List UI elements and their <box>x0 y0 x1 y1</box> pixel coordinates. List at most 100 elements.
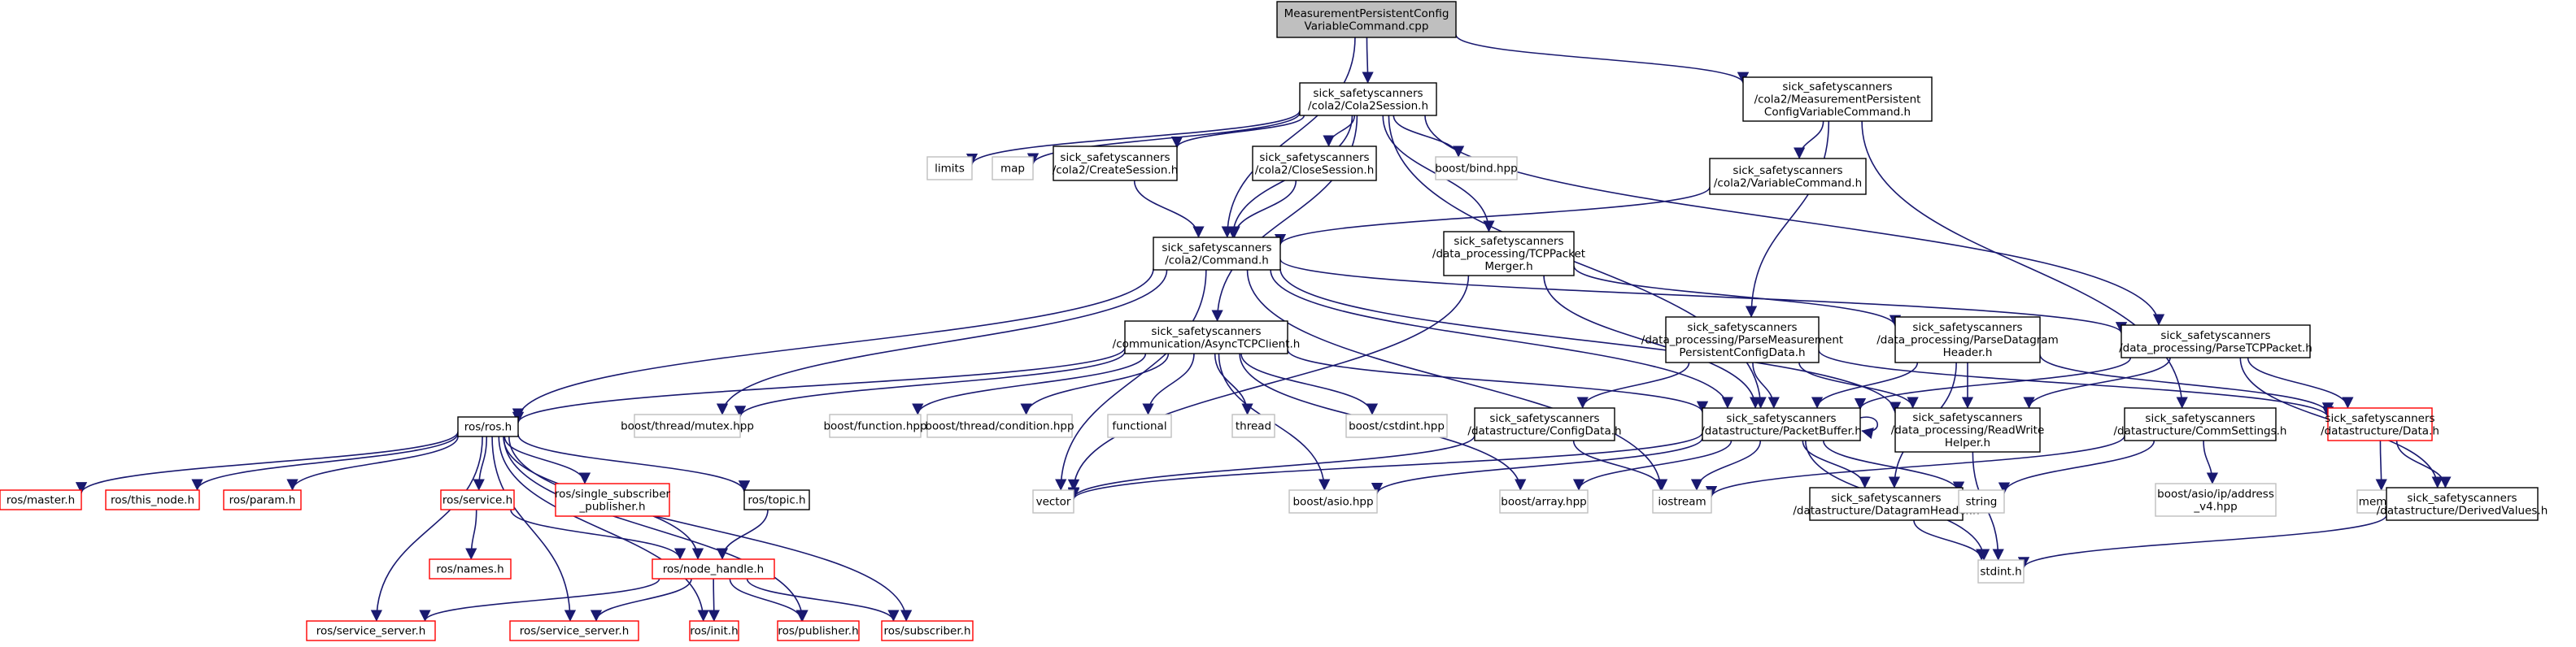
node-box <box>1299 82 1437 116</box>
edge-pmpcd-to-rwh <box>1798 362 1919 409</box>
node-label: sick_safetyscanners <box>2325 412 2434 425</box>
edge-crs-to-cmd <box>1133 180 1205 238</box>
node-label: _v4.hpp <box>2193 500 2237 513</box>
node-label: boost/array.hpp <box>1501 496 1586 509</box>
node-rwh[interactable]: sick_safetyscanners/data_processing/Read… <box>1891 407 2045 453</box>
node-box <box>1499 489 1589 514</box>
node-param[interactable]: ros/param.h <box>223 489 302 510</box>
edge-varc-to-cmd <box>1275 186 1711 246</box>
node-sub[interactable]: ros/subscriber.h <box>881 620 974 641</box>
node-box <box>105 489 200 510</box>
node-varc[interactable]: sick_safetyscanners/cola2/VariableComman… <box>1709 158 1867 195</box>
node-label: sick_safetyscanners <box>1060 151 1170 164</box>
edge-nh-to-sub <box>746 578 900 622</box>
node-cfgd[interactable]: sick_safetyscanners/datastructure/Config… <box>1467 407 1622 441</box>
edge-rosh-to-thisnode <box>191 432 459 491</box>
node-srv2[interactable]: ros/service_server.h <box>509 620 639 641</box>
node-label: sick_safetyscanners <box>2407 492 2517 505</box>
edge-topic-to-nh <box>716 509 769 560</box>
node-master[interactable]: ros/master.h <box>0 489 82 510</box>
node-box <box>555 483 670 517</box>
edge-dgh-to-stdint <box>1913 519 1988 561</box>
node-label: ConfigVariableCommand.h <box>1764 106 1911 119</box>
node-label: sick_safetyscanners <box>1151 325 1261 338</box>
node-box <box>2155 483 2277 517</box>
node-atcp[interactable]: sick_safetyscanners/communication/AsyncT… <box>1113 320 1301 354</box>
node-box <box>1894 407 2041 453</box>
node-label: vector <box>1036 496 1071 509</box>
node-box <box>689 620 739 641</box>
node-dval[interactable]: sick_safetyscanners/datastructure/Derive… <box>2377 487 2548 521</box>
node-box <box>2124 407 2277 441</box>
edge-c2s-to-map <box>1026 112 1301 165</box>
node-box <box>777 620 860 641</box>
edge-pbuf-to-dgh <box>1802 440 1871 489</box>
node-label: /datastructure/DerivedValues.h <box>2377 504 2548 517</box>
node-box <box>2327 407 2433 441</box>
edge-atcp-to-cstdint <box>1240 353 1379 415</box>
edge-ptcp-to-data <box>2247 357 2354 409</box>
edge-pbuf-to-array <box>1572 440 1733 491</box>
node-names[interactable]: ros/names.h <box>429 558 512 580</box>
node-nh[interactable]: ros/node_handle.h <box>652 558 775 580</box>
node-cls[interactable]: sick_safetyscanners/cola2/CloseSession.h <box>1252 145 1377 181</box>
node-c2s[interactable]: sick_safetyscanners/cola2/Cola2Session.h <box>1299 82 1437 116</box>
node-root[interactable]: MeasurementPersistentConfigVariableComma… <box>1276 1 1457 38</box>
node-box <box>1288 489 1378 514</box>
node-srv1[interactable]: ros/service_server.h <box>306 620 436 641</box>
node-thisnode[interactable]: ros/this_node.h <box>105 489 200 510</box>
node-label: functional <box>1112 420 1166 433</box>
node-init[interactable]: ros/init.h <box>689 620 739 641</box>
node-label: /cola2/Command.h <box>1165 254 1269 267</box>
edge-cfgd-to-vector <box>1067 435 1475 499</box>
node-label: /data_processing/ParseTCPPacket.h <box>2119 341 2312 354</box>
edge-c2s-to-ptcp <box>1424 115 2165 326</box>
edge-atcp-to-rosh <box>512 347 1126 424</box>
node-service[interactable]: ros/service.h <box>440 489 515 510</box>
node-func: boost/function.hpp <box>823 414 927 438</box>
node-box <box>1053 145 1178 181</box>
node-box <box>1958 489 2005 514</box>
node-label: ros/single_subscriber <box>555 488 671 501</box>
node-box <box>1474 407 1615 441</box>
node-label: sick_safetyscanners <box>1912 411 2022 424</box>
node-pdh[interactable]: sick_safetyscanners/data_processing/Pars… <box>1876 316 2059 363</box>
node-box <box>2386 487 2539 521</box>
node-label: PersistentConfigData.h <box>1679 346 1805 359</box>
edge-nh-to-srv2 <box>590 578 692 622</box>
node-pbuf[interactable]: sick_safetyscanners/datastructure/Packet… <box>1701 407 1862 441</box>
node-box <box>1153 237 1281 271</box>
node-data[interactable]: sick_safetyscanners/datastructure/Data.h <box>2321 407 2439 441</box>
node-dgh[interactable]: sick_safetyscanners/datastructure/Datagr… <box>1793 487 1980 521</box>
node-rosh[interactable]: ros/ros.h <box>457 416 519 437</box>
node-cset[interactable]: sick_safetyscanners/datastructure/CommSe… <box>2114 407 2287 441</box>
node-cmd[interactable]: sick_safetyscanners/cola2/Command.h <box>1153 237 1281 271</box>
node-tcpm[interactable]: sick_safetyscanners/data_processing/TCPP… <box>1432 231 1585 276</box>
node-label: sick_safetyscanners <box>1313 87 1423 100</box>
node-ptcp[interactable]: sick_safetyscanners/data_processing/Pars… <box>2119 324 2312 358</box>
node-box <box>429 558 512 580</box>
edge-ptcp-to-pbuf <box>1854 357 2132 410</box>
node-pmpcd[interactable]: sick_safetyscanners/data_processing/Pars… <box>1641 316 1843 363</box>
node-crs[interactable]: sick_safetyscanners/cola2/CreateSession.… <box>1053 145 1179 181</box>
node-ssp[interactable]: ros/single_subscriber_publisher.h <box>555 483 671 517</box>
node-label: string <box>1966 496 1998 509</box>
node-pub[interactable]: ros/publisher.h <box>777 620 860 641</box>
node-cstdint: boost/cstdint.hpp <box>1345 414 1448 438</box>
node-mpcvc[interactable]: sick_safetyscanners/cola2/MeasurementPer… <box>1742 76 1933 122</box>
node-label: stdint.h <box>1980 566 2021 579</box>
edge-pbuf-to-pbuf <box>1859 416 1879 440</box>
node-box <box>0 489 82 510</box>
node-box <box>1276 1 1457 38</box>
node-label: iostream <box>1658 496 1706 509</box>
node-box <box>509 620 639 641</box>
edge-rosh-to-sub <box>508 436 913 622</box>
node-label: boost/cstdint.hpp <box>1349 420 1445 433</box>
edge-cset-to-iostream <box>1705 435 2125 498</box>
nodes-layer: MeasurementPersistentConfigVariableComma… <box>0 1 2548 641</box>
node-box <box>652 558 775 580</box>
node-box <box>634 414 741 438</box>
node-topic[interactable]: ros/topic.h <box>743 489 810 510</box>
node-box <box>1702 407 1861 441</box>
edge-mpcvc-to-varc <box>1793 120 1824 159</box>
